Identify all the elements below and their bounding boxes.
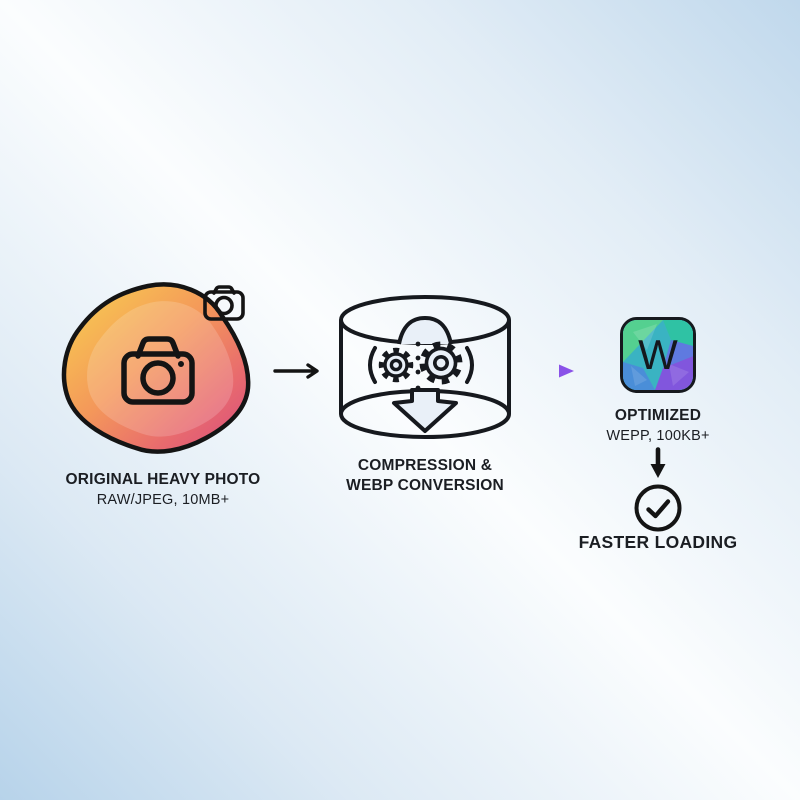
heavy-photo-blob-icon [61,282,251,454]
tile-letter: W [638,331,678,378]
output-title: OPTIMIZED [614,407,702,424]
gear-icon [378,347,414,383]
output-subtitle: WEPP, 100KB+ [606,427,710,444]
process-title-line2: WEBP CONVERSION [346,476,504,494]
source-title: ORIGINAL HEAVY PHOTO [65,471,261,488]
camera-badge-icon [203,285,245,321]
down-arrow-icon [650,447,666,478]
process-title-line1: COMPRESSION & [357,457,493,474]
right-paren-glyph [465,346,474,384]
process-label: COMPRESSION & WEBP CONVERSION [305,456,545,496]
source-subtitle: RAW/JPEG, 10MB+ [96,491,230,508]
result-label: FASTER LOADING [548,531,768,553]
check-circle-icon [634,484,682,532]
right-arrow-icon [273,363,319,379]
gradient-right-arrow-icon [462,364,574,378]
webp-tile-icon: W [620,317,696,393]
database-cylinder-icon [339,295,511,439]
compress-down-arrow-icon [392,388,458,433]
left-paren-glyph [368,346,377,384]
result-title: FASTER LOADING [578,532,738,552]
tile-facets [623,320,693,390]
camera-icon [121,336,195,405]
output-label: OPTIMIZED WEPP, 100KB+ [558,406,758,444]
blob-highlight [87,301,234,437]
source-label: ORIGINAL HEAVY PHOTO RAW/JPEG, 10MB+ [43,470,283,508]
dotted-divider [415,341,421,391]
gear-icon [419,341,463,385]
